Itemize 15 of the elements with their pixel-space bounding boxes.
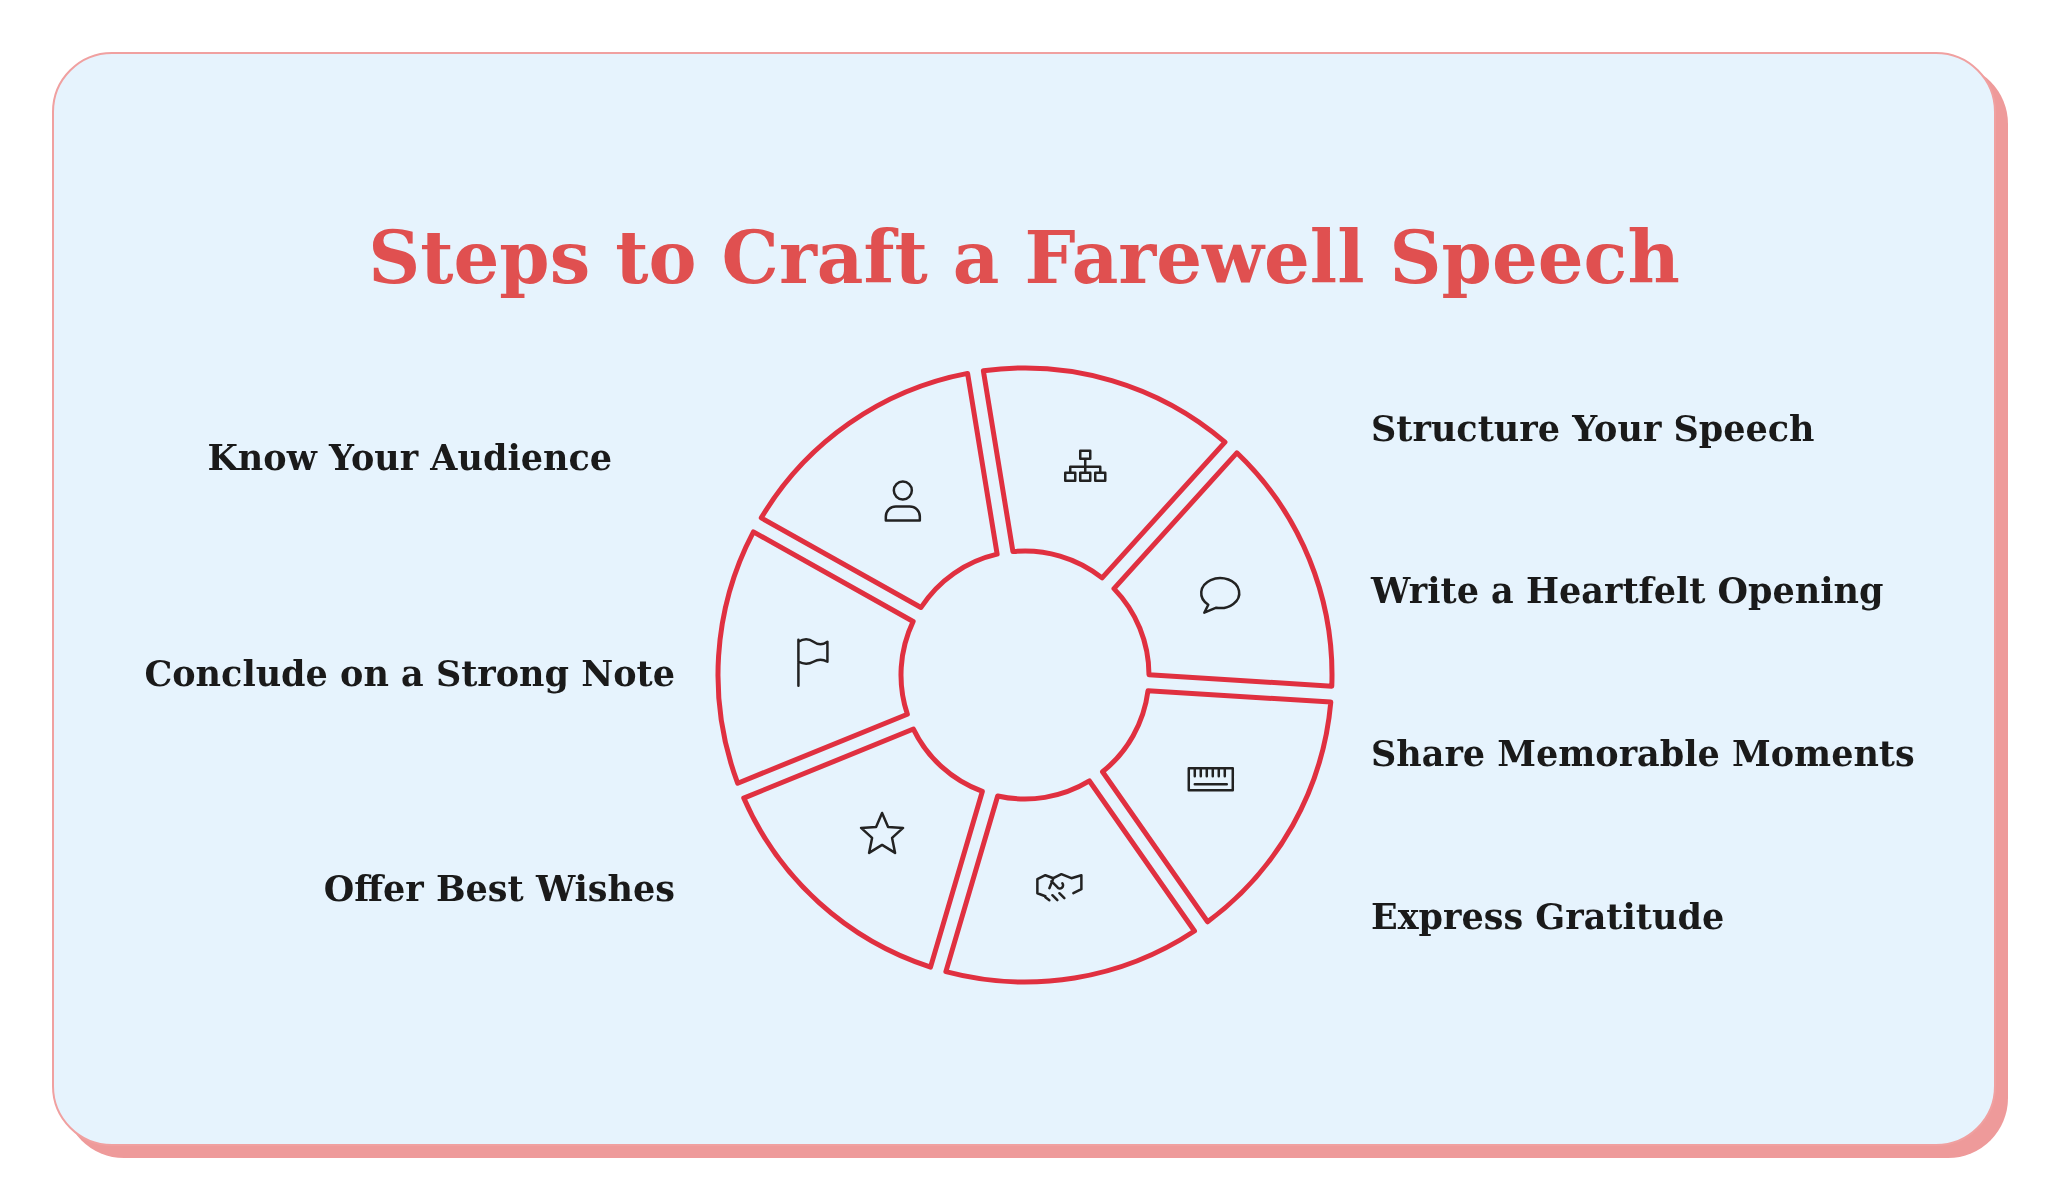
ring-segment <box>1111 450 1335 689</box>
ring-segment <box>943 778 1197 985</box>
ring-segment <box>980 365 1228 581</box>
step-label: Write a Heartfelt Opening <box>1371 569 1884 611</box>
step-label: Know Your Audience <box>207 436 612 478</box>
step-label: Conclude on a Strong Note <box>144 652 675 694</box>
ring-segment <box>715 529 916 786</box>
ring-segment <box>758 370 1000 610</box>
title: Steps to Craft a Farewell Speech <box>367 215 1681 300</box>
step-label: Offer Best Wishes <box>323 867 675 909</box>
step-label: Structure Your Speech <box>1371 407 1815 449</box>
step-label: Share Memorable Moments <box>1371 732 1915 774</box>
ring-segment <box>741 726 985 970</box>
ring-segment <box>1100 688 1334 925</box>
step-label: Express Gratitude <box>1371 895 1725 937</box>
